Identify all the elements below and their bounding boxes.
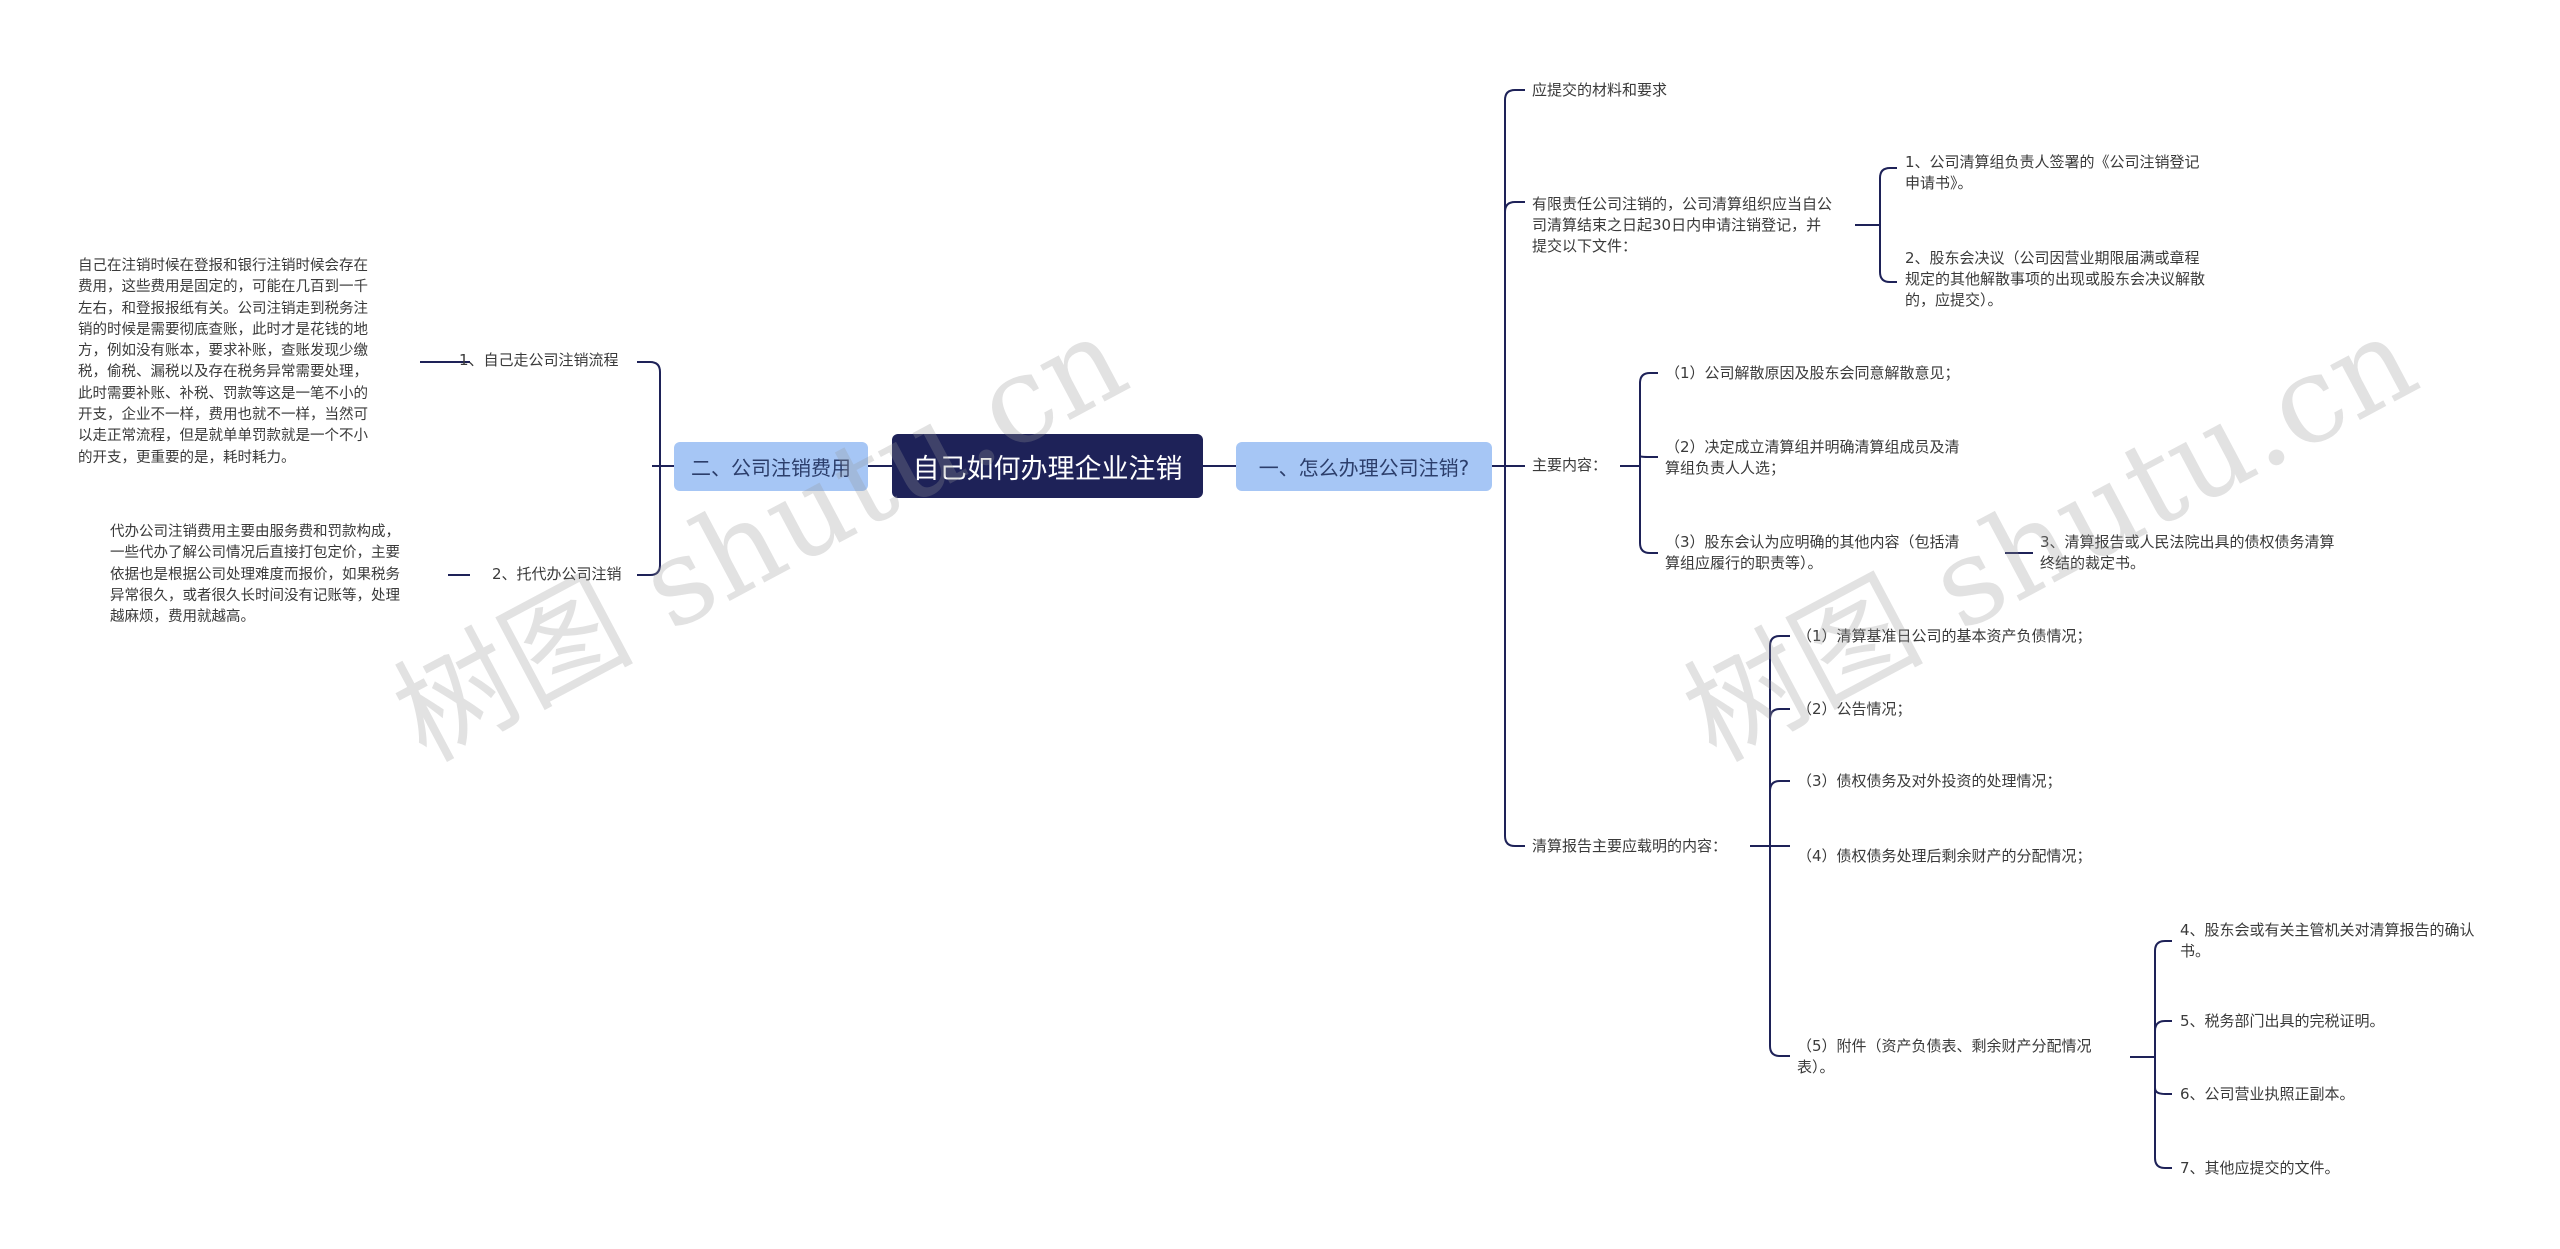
report-item-2[interactable]: （2）公告情况； <box>1797 700 1912 718</box>
doc-application[interactable]: 1、公司清算组负责人签署的《公司注销登记 申请书》。 <box>1905 152 2265 194</box>
text-line: 申请书》。 <box>1905 174 1973 192</box>
text-line: 此时需要补账、补税、罚款等这是一笔不小的 <box>78 385 368 402</box>
text-line: 算组应履行的职责等）。 <box>1665 554 1823 572</box>
doc-shareholder-confirmation[interactable]: 4、股东会或有关主管机关对清算报告的确认 书。 <box>2180 920 2540 962</box>
text-line: 终结的裁定书。 <box>2040 554 2146 572</box>
text-line: （5）附件（资产负债表、剩余财产分配情况 <box>1797 1037 2092 1055</box>
text-line: 开支，企业不一样，费用也就不一样，当然可 <box>78 407 368 424</box>
text-line: 销的时候是需要彻底查账，此时才是花钱的地 <box>78 321 368 338</box>
text-line: 4、股东会或有关主管机关对清算报告的确认 <box>2180 921 2475 939</box>
text-line: 的开支，更重要的是，耗时耗力。 <box>78 449 296 466</box>
text-line: 自己在注销时候在登报和银行注销时候会存在 <box>78 258 368 274</box>
report-item-3[interactable]: （3）债权债务及对外投资的处理情况； <box>1797 772 2062 790</box>
content-item-1[interactable]: （1）公司解散原因及股东会同意解散意见； <box>1665 364 1960 382</box>
text-line: 税，偷税、漏税以及存在税务异常需要处理， <box>78 364 368 381</box>
text-line: 3、清算报告或人民法院出具的债权债务清算 <box>2040 533 2335 551</box>
doc-resolution[interactable]: 2、股东会决议（公司因营业期限届满或章程 规定的其他解散事项的出现或股东会决议解… <box>1905 248 2265 311</box>
text-line: 算组负责人人选； <box>1665 459 1786 477</box>
text-line: 有限责任公司注销的，公司清算组织应当自公 <box>1532 195 1833 213</box>
text-line: 表）。 <box>1797 1058 1835 1076</box>
text-line: 以走正常流程，但是就单单罚款就是一个不小 <box>78 428 368 445</box>
text-line: 2、股东会决议（公司因营业期限届满或章程 <box>1905 249 2200 267</box>
text-line: 方，例如没有账本，要求补账，查账发现少缴 <box>78 343 368 360</box>
text-line: （3）股东会认为应明确的其他内容（包括清 <box>1665 533 1960 551</box>
text-line: 依据也是根据公司处理难度而报价，如果税务 <box>110 566 400 583</box>
text-line: 代办公司注销费用主要由服务费和罚款构成， <box>110 524 400 540</box>
content-item-3[interactable]: （3）股东会认为应明确的其他内容（包括清 算组应履行的职责等）。 <box>1665 532 2005 574</box>
text-line: 书。 <box>2180 942 2211 960</box>
report-item-4[interactable]: （4）债权债务处理后剩余财产的分配情况； <box>1797 847 2092 865</box>
doc-tax-certificate[interactable]: 5、税务部门出具的完税证明。 <box>2180 1012 2385 1030</box>
text-line: 的，应提交）。 <box>1905 291 2003 309</box>
llc-filing-node[interactable]: 有限责任公司注销的，公司清算组织应当自公 司清算结束之日起30日内申请注销登记，… <box>1532 194 1872 257</box>
cost-agent-label[interactable]: 2、托代办公司注销 <box>492 565 622 583</box>
doc-other-files[interactable]: 7、其他应提交的文件。 <box>2180 1159 2340 1177</box>
cost-agent-detail: 代办公司注销费用主要由服务费和罚款构成， 一些代办了解公司情况后直接打包定价，主… <box>110 522 450 628</box>
text-line: 提交以下文件： <box>1532 237 1638 255</box>
text-line: 司清算结束之日起30日内申请注销登记，并 <box>1532 216 1822 234</box>
doc-clearance-report[interactable]: 3、清算报告或人民法院出具的债权债务清算 终结的裁定书。 <box>2040 532 2400 574</box>
text-line: 费用，这些费用是固定的，可能在几百到一千 <box>78 279 368 296</box>
text-line: 1、公司清算组负责人签署的《公司注销登记 <box>1905 153 2200 171</box>
text-line: （2）决定成立清算组并明确清算组成员及清 <box>1665 438 1960 456</box>
branch-how-to[interactable]: 一、怎么办理公司注销? <box>1236 442 1492 491</box>
root-topic[interactable]: 自己如何办理企业注销 <box>892 434 1203 498</box>
text-line: 左右，和登报报纸有关。公司注销走到税务注 <box>78 300 368 317</box>
doc-business-license[interactable]: 6、公司营业执照正副本。 <box>2180 1085 2355 1103</box>
content-item-2[interactable]: （2）决定成立清算组并明确清算组成员及清 算组负责人人选； <box>1665 437 2005 479</box>
report-item-5[interactable]: （5）附件（资产负债表、剩余财产分配情况 表）。 <box>1797 1036 2137 1078</box>
cost-self-label[interactable]: 1、自己走公司注销流程 <box>459 351 619 369</box>
text-line: 规定的其他解散事项的出现或股东会决议解散 <box>1905 270 2206 288</box>
text-line: 异常很久，或者很久长时间没有记账等，处理 <box>110 587 400 604</box>
branch-costs[interactable]: 二、公司注销费用 <box>674 442 868 491</box>
report-item-1[interactable]: （1）清算基准日公司的基本资产负债情况； <box>1797 627 2092 645</box>
materials-node[interactable]: 应提交的材料和要求 <box>1532 81 1668 99</box>
text-line: 一些代办了解公司情况后直接打包定价，主要 <box>110 545 400 562</box>
main-content-node[interactable]: 主要内容： <box>1532 456 1608 474</box>
cost-self-detail: 自己在注销时候在登报和银行注销时候会存在 费用，这些费用是固定的，可能在几百到一… <box>78 256 418 469</box>
report-content-node[interactable]: 清算报告主要应载明的内容： <box>1532 837 1728 855</box>
text-line: 越麻烦，费用就越高。 <box>110 609 255 626</box>
